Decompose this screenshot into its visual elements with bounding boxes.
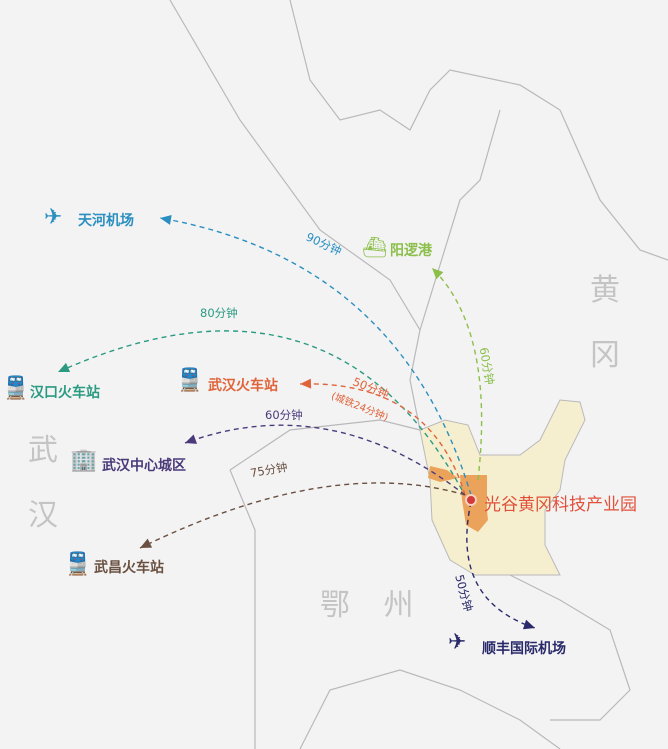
route-arrowhead bbox=[58, 362, 71, 373]
park-marker bbox=[465, 494, 477, 506]
park-region bbox=[419, 399, 586, 576]
route-line bbox=[466, 501, 536, 629]
train-icon: 🚆 bbox=[2, 376, 30, 401]
region-huanggang-2: 冈 bbox=[590, 338, 620, 373]
region-wuhan-1: 武 bbox=[28, 433, 58, 468]
train-icon: 🚆 bbox=[176, 368, 204, 393]
route-arrowhead bbox=[522, 619, 535, 630]
dest-tianhe-airport[interactable]: 天河机场 bbox=[78, 213, 134, 229]
region-ezhou: 鄂 州 bbox=[320, 588, 426, 623]
region-wuhan-2: 汉 bbox=[28, 498, 58, 533]
time-hankou: 80分钟 bbox=[200, 306, 238, 320]
route-line bbox=[159, 217, 472, 496]
route-line bbox=[299, 383, 466, 496]
time-wuhan-center: 60分钟 bbox=[265, 408, 303, 422]
route-arrowhead bbox=[432, 268, 444, 280]
route-arrowhead bbox=[185, 434, 198, 444]
dest-yangluo-port[interactable]: 阳逻港 bbox=[390, 243, 432, 259]
route-line bbox=[139, 482, 466, 549]
route-line bbox=[184, 424, 466, 496]
dest-shunfeng-airport[interactable]: 顺丰国际机场 bbox=[482, 641, 566, 657]
park-label: 光谷黄冈科技产业园 bbox=[484, 495, 637, 515]
ship-icon: ⛴ bbox=[362, 235, 388, 259]
route-arrowhead bbox=[160, 214, 172, 225]
boundaries bbox=[169, 0, 668, 749]
airplane-icon: ✈ bbox=[448, 630, 467, 655]
building-icon: 🏢 bbox=[70, 448, 98, 473]
route-line bbox=[431, 267, 483, 481]
park-core bbox=[428, 466, 488, 532]
route-line bbox=[57, 330, 463, 491]
region-huanggang-1: 黄 bbox=[590, 273, 620, 308]
dest-hankou-station[interactable]: 汉口火车站 bbox=[30, 385, 100, 401]
route-arrowhead bbox=[140, 538, 153, 548]
dest-wuhan-station[interactable]: 武汉火车站 bbox=[208, 378, 278, 394]
route-arrowhead bbox=[300, 378, 312, 389]
airplane-icon: ✈ bbox=[44, 205, 63, 230]
dest-wuchang-station[interactable]: 武昌火车站 bbox=[94, 560, 164, 576]
dest-wuhan-center[interactable]: 武汉中心城区 bbox=[102, 458, 186, 474]
train-icon: 🚆 bbox=[64, 552, 92, 577]
